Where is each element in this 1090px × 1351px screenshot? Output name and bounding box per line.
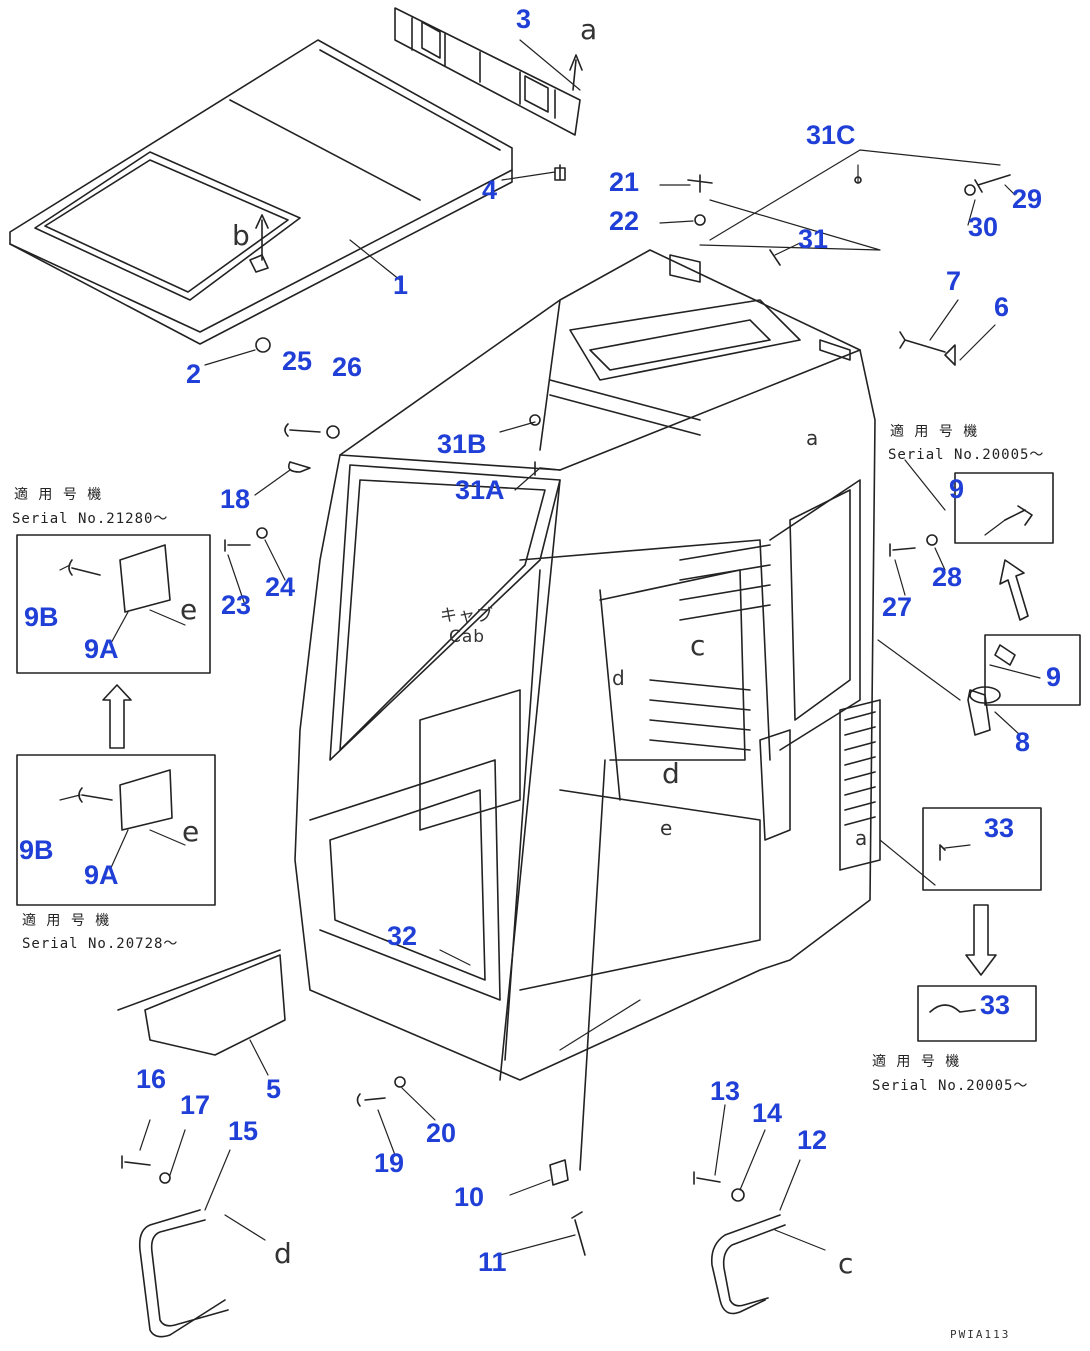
callout-19: 19 — [374, 1148, 405, 1178]
note-serial-21280-jp: 適 用 号 機 — [14, 487, 103, 503]
ref-letter-d-bottom: d — [274, 1237, 292, 1270]
callout-25: 25 — [282, 346, 313, 376]
callout-11: 11 — [478, 1247, 507, 1277]
roof-panel — [9, 39, 513, 345]
ref-letter-b: b — [232, 219, 250, 252]
arrow-up-right — [999, 559, 1029, 621]
ref-letter-e-box2: e — [182, 815, 200, 848]
cab-label-en: Cab — [448, 627, 486, 648]
ref-letter-e-cab: e — [660, 816, 673, 840]
bolt-9B-bottom — [78, 787, 113, 803]
note-serial-20005-bottom-jp: 適 用 号 機 — [872, 1054, 961, 1070]
callout-22: 22 — [609, 206, 640, 236]
note-serial-20005-top-jp: 適 用 号 機 — [890, 424, 979, 440]
callout-9B-top: 9B — [24, 602, 59, 632]
bracket-8 — [967, 689, 991, 736]
callout-9A-top: 9A — [84, 634, 119, 664]
bracket-8-top — [969, 686, 1001, 704]
ref-letter-a: a — [580, 13, 598, 46]
detail-box-9A-21280 — [16, 534, 211, 674]
callout-30: 30 — [968, 212, 999, 242]
ref-letter-d-cab: d — [662, 757, 680, 790]
bolt-9-bracket — [994, 644, 1016, 666]
top-bracket — [394, 7, 581, 136]
leader-lines — [59, 39, 1041, 1256]
note-serial-20728-jp: 適 用 号 機 — [22, 913, 111, 929]
callout-13: 13 — [710, 1076, 741, 1106]
callout-28: 28 — [932, 562, 963, 592]
note-serial-21280: Serial No.21280～ — [12, 511, 169, 527]
note-serial-20728: Serial No.20728～ — [22, 936, 179, 952]
callout-24: 24 — [265, 572, 296, 602]
callout-5: 5 — [266, 1074, 282, 1104]
ref-letter-c-bottom: c — [838, 1247, 854, 1280]
cab-label: キャブ Cab — [440, 606, 494, 649]
ref-letter-c-cab: c — [690, 629, 706, 662]
detail-box-9A-20728 — [16, 754, 216, 906]
left-handrail — [138, 1209, 229, 1338]
callout-23: 23 — [221, 590, 252, 620]
bracket-9A-bottom — [119, 769, 173, 831]
callout-18: 18 — [220, 484, 251, 514]
callout-2: 2 — [186, 359, 202, 389]
callout-26: 26 — [332, 352, 363, 382]
cab-label-jp: キャブ — [440, 606, 494, 626]
callout-1: 1 — [393, 270, 409, 300]
callout-27: 27 — [882, 592, 913, 622]
callout-14: 14 — [752, 1098, 783, 1128]
note-serial-20005-bottom: Serial No.20005～ — [872, 1078, 1029, 1094]
callout-31B: 31B — [437, 429, 487, 459]
callout-8: 8 — [1015, 727, 1031, 757]
callout-15: 15 — [228, 1116, 259, 1146]
callout-17: 17 — [180, 1090, 211, 1120]
right-handrail — [710, 1214, 786, 1315]
detail-box-9-20005 — [954, 472, 1054, 544]
note-serial-20005-top: Serial No.20005～ — [888, 447, 1045, 463]
floor-plate — [117, 949, 286, 1056]
part-33-bottom — [929, 1004, 976, 1013]
callout-7: 7 — [946, 266, 962, 296]
callout-9B-bottom: 9B — [19, 835, 54, 865]
callout-9A-bottom: 9A — [84, 860, 119, 890]
ref-letter-e-box1: e — [180, 593, 198, 626]
ref-letter-a-cab2: a — [855, 826, 868, 850]
callout-33-top: 33 — [984, 813, 1015, 843]
callout-29: 29 — [1012, 184, 1043, 214]
cab-body — [294, 249, 881, 1171]
callout-3: 3 — [516, 4, 532, 34]
callout-31A: 31A — [455, 475, 505, 505]
callout-4: 4 — [482, 175, 498, 205]
callout-12: 12 — [797, 1125, 828, 1155]
callout-32: 32 — [387, 921, 418, 951]
fasteners — [121, 54, 1011, 1256]
arrow-down-right — [965, 904, 997, 976]
bracket-9A-top — [119, 544, 171, 613]
callout-31C: 31C — [806, 120, 856, 150]
detail-box-33-bottom — [917, 985, 1037, 1042]
ref-letter-d-cab2: d — [612, 666, 625, 690]
bolt-9-box — [1004, 505, 1033, 526]
callout-21: 21 — [609, 167, 640, 197]
drawing-number: PWIA113 — [950, 1328, 1011, 1341]
callout-31: 31 — [798, 224, 829, 254]
callout-9-box: 9 — [949, 474, 965, 504]
callout-9-bracket: 9 — [1046, 662, 1062, 692]
detail-box-33-top — [922, 807, 1042, 891]
callout-20: 20 — [426, 1118, 457, 1148]
callout-16: 16 — [136, 1064, 167, 1094]
callout-33-bottom: 33 — [980, 990, 1011, 1020]
bolt-9B-top — [68, 559, 101, 576]
detail-box-9-bracket — [984, 634, 1081, 706]
part-33-top — [939, 844, 946, 861]
callout-6: 6 — [994, 292, 1010, 322]
arrow-up-left — [102, 684, 132, 749]
ref-letter-a-cab: a — [806, 426, 819, 450]
callout-10: 10 — [454, 1182, 485, 1212]
